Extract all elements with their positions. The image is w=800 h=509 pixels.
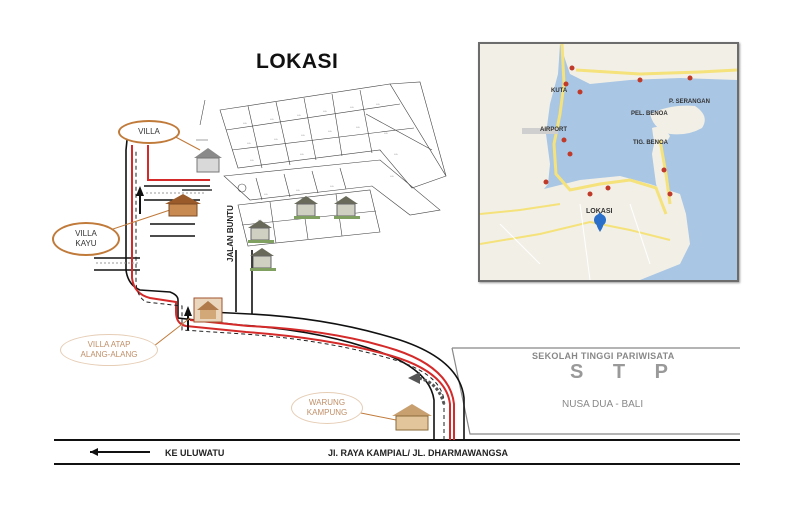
- svg-text:▫▫: ▫▫: [274, 137, 278, 143]
- route-path: [131, 145, 455, 440]
- svg-text:▫▫: ▫▫: [350, 105, 354, 111]
- svg-text:▫▫: ▫▫: [376, 102, 380, 108]
- svg-text:▫▫: ▫▫: [323, 109, 327, 115]
- main-road: [54, 439, 740, 465]
- callout-warung: WARUNG KAMPUNG: [291, 392, 363, 424]
- inset-label-pel-benoa: PEL. BENOA: [631, 111, 668, 117]
- svg-text:▫▫: ▫▫: [243, 121, 247, 127]
- svg-text:▫▫: ▫▫: [250, 158, 254, 164]
- svg-text:▫▫: ▫▫: [296, 188, 300, 194]
- callout-villa-atap-line1: VILLA ATAP: [87, 340, 131, 349]
- inset-label-tig-benoa: TIG. BENOA: [633, 140, 669, 146]
- svg-text:▫▫: ▫▫: [300, 152, 304, 158]
- svg-text:▫▫: ▫▫: [270, 117, 274, 123]
- street-label-west: KE ULUWATU: [165, 448, 225, 458]
- callout-warung-line1: WARUNG: [308, 398, 346, 407]
- route-centerline: [135, 150, 445, 440]
- svg-text:▫▫: ▫▫: [301, 133, 305, 139]
- svg-text:▫▫: ▫▫: [394, 152, 398, 158]
- callout-villa-kayu-line2: KAYU: [75, 239, 97, 248]
- warung-house-icon: [392, 404, 432, 431]
- villa-kayu-house-icon: [165, 194, 201, 217]
- svg-text:▫▫: ▫▫: [264, 192, 268, 198]
- landmark-abbr: S T P: [570, 361, 681, 383]
- svg-text:▫▫: ▫▫: [356, 125, 360, 131]
- inset-map-graphic: [480, 44, 737, 280]
- landmark-name: SEKOLAH TINGGI PARIWISATA: [532, 351, 675, 361]
- inset-label-serangan: P. SERANGAN: [669, 99, 710, 105]
- svg-text:▫▫: ▫▫: [328, 129, 332, 135]
- stp-block: [451, 347, 740, 435]
- roadside-marks: [96, 192, 205, 264]
- svg-text:▫▫: ▫▫: [390, 174, 394, 180]
- callout-villa-atap-line2: ALANG-ALANG: [80, 350, 138, 359]
- plot-house-icons: [248, 196, 360, 271]
- callout-villa: VILLA: [118, 120, 180, 144]
- callout-villa-atap: VILLA ATAP ALANG-ALANG: [60, 334, 158, 366]
- inset-label-lokasi: LOKASI: [586, 208, 613, 215]
- street-label-jalan-buntu: JALAN BUNTU: [226, 205, 235, 262]
- inset-label-kuta: KUTA: [551, 88, 568, 94]
- callout-warung-line2: KAMPUNG: [306, 408, 348, 417]
- landmark-location: NUSA DUA - BALI: [562, 399, 644, 410]
- inset-map[interactable]: KUTA AIRPORT P. SERANGAN PEL. BENOA TIG.…: [478, 42, 739, 282]
- access-road: [94, 129, 465, 440]
- street-label-main: Jl. RAYA KAMPIAL/ JL. DHARMAWANGSA: [328, 448, 509, 458]
- callout-villa-label: VILLA: [138, 127, 160, 136]
- villa-atap-house-icon: [193, 297, 223, 323]
- svg-text:▫▫: ▫▫: [384, 131, 388, 137]
- villa-house-icon: [194, 148, 222, 173]
- north-arrowhead-2-icon: [184, 306, 192, 316]
- turn-arrowhead-icon: [408, 372, 420, 384]
- svg-text:▫▫: ▫▫: [247, 141, 251, 147]
- callout-villa-kayu: VILLA KAYU: [52, 222, 120, 256]
- callout-villa-kayu-line1: VILLA: [75, 229, 97, 238]
- west-arrowhead-icon: [90, 448, 98, 456]
- svg-text:▫▫: ▫▫: [330, 184, 334, 190]
- turn-arrow-icon: [417, 376, 446, 405]
- page-title: LOKASI: [256, 50, 339, 73]
- plot-numbers: ▫▫ ▫▫ ▫▫ ▫▫ ▫▫ ▫▫ ▫▫ ▫▫ ▫▫ ▫▫ ▫▫ ▫▫ ▫▫ ▫▫ ▫▫ ▫▫ ▫▫ ▫…: [243, 102, 398, 224]
- north-arrowhead-icon: [136, 186, 144, 196]
- inset-label-airport: AIRPORT: [540, 127, 567, 133]
- callout-leaders: [109, 133, 397, 421]
- svg-text:▫▫: ▫▫: [297, 113, 301, 119]
